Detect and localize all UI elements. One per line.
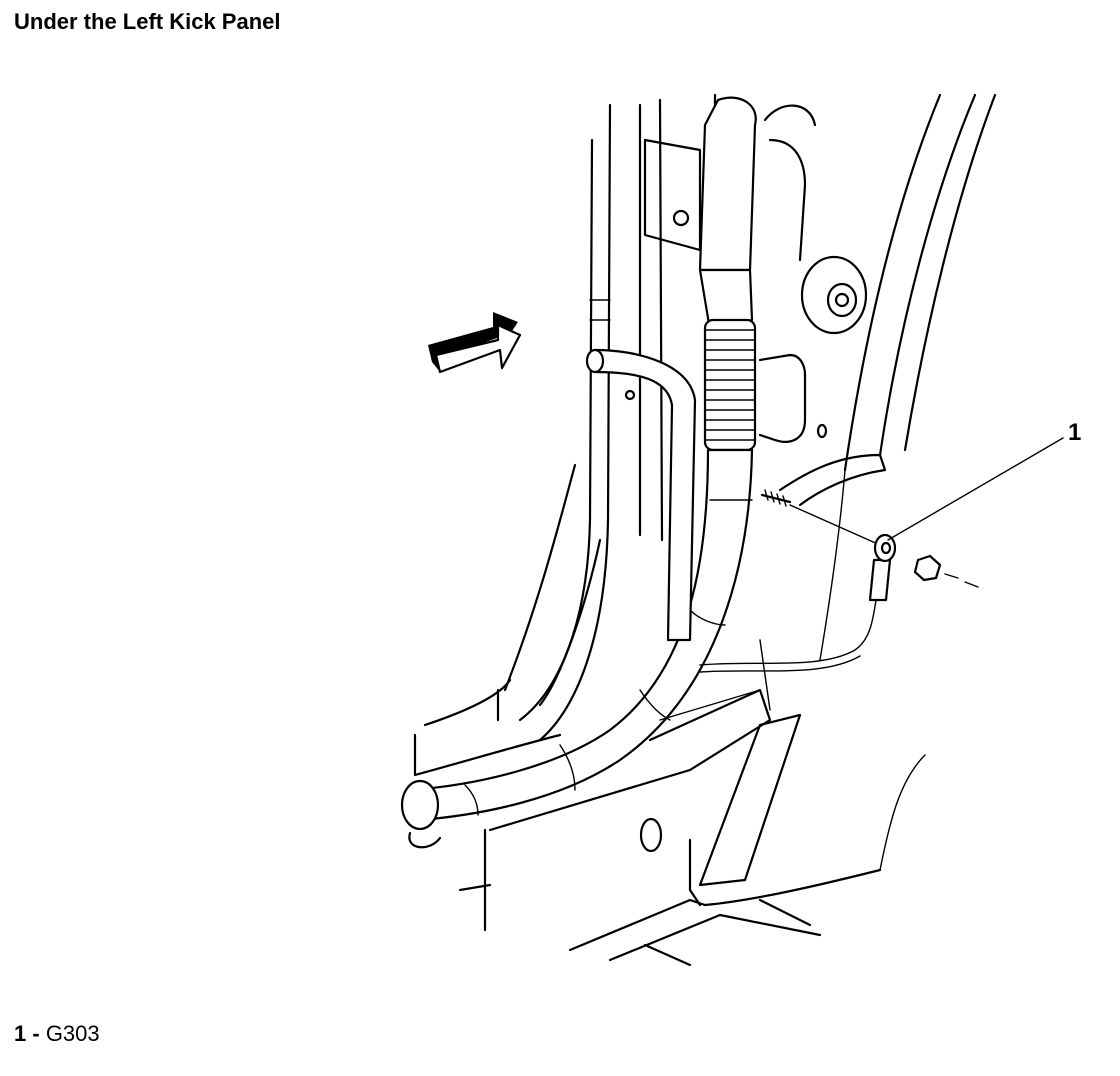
callout-legend: 1 - G303 [14,1021,100,1047]
nut-icon [913,554,979,588]
grommet [639,104,868,853]
branch-tube [585,348,697,642]
ground-wire [699,558,892,673]
legend-label: G303 [45,1021,100,1046]
kick-panel-structure [518,93,717,742]
legend-number: 1 [14,1021,27,1046]
callout-leader-line [887,437,1064,541]
floor-sill [413,453,926,967]
callout-number-1: 1 [1068,419,1081,446]
legend-separator: - [26,1021,46,1046]
page-title: Under the Left Kick Panel [14,9,281,34]
view-direction-arrow-icon [428,312,522,374]
ground-stud-icon [760,489,881,546]
eyelet-terminal-icon [873,533,897,563]
a-pillar-edge [819,93,997,661]
wiring-harness [400,96,757,849]
